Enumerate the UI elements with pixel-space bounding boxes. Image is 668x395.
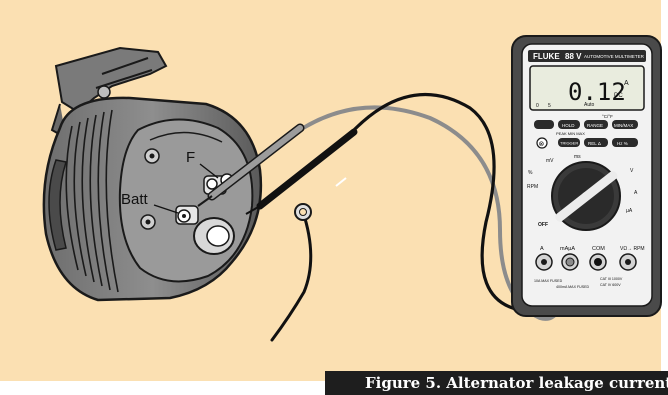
svg-text:V: V	[630, 168, 634, 174]
meter-brand: FLUKE	[533, 52, 560, 61]
svg-text:⊗: ⊗	[539, 140, 545, 148]
svg-text:COM: COM	[592, 246, 605, 252]
svg-text:400mA MAX FUSED: 400mA MAX FUSED	[556, 285, 590, 289]
gray-probe	[197, 123, 305, 207]
label-batt: Batt	[121, 191, 149, 208]
svg-text:A: A	[634, 190, 638, 196]
svg-text:Hz %: Hz %	[617, 141, 628, 146]
svg-text:MIN/MAX: MIN/MAX	[614, 123, 633, 128]
black-probe	[245, 128, 358, 215]
input-terminals: A mAµA COM VΩ→ RPM	[535, 246, 645, 271]
meter-button-blank[interactable]	[534, 120, 554, 129]
svg-text:CAT III 1000V: CAT III 1000V	[600, 277, 623, 281]
svg-text:ms: ms	[574, 154, 581, 160]
lcd-unit-sup: A	[624, 80, 629, 87]
svg-text:REL Δ: REL Δ	[588, 141, 601, 146]
svg-text:CAT IV 600V: CAT IV 600V	[600, 283, 621, 287]
meter-button-hz[interactable]	[612, 138, 638, 147]
cooling-fins	[65, 109, 119, 293]
figure-caption: Figure 5. Alternator leakage current	[325, 371, 668, 395]
svg-text:TRIGGER: TRIGGER	[560, 141, 578, 146]
svg-text:A: A	[540, 246, 544, 252]
meter-button-power[interactable]	[536, 137, 548, 149]
fuse-notes: 10A MAX FUSED 400mA MAX FUSED CAT III 10…	[534, 277, 623, 289]
svg-text:HOLD: HOLD	[562, 123, 575, 128]
meter-button-rel[interactable]	[584, 138, 608, 147]
svg-text:RPM: RPM	[527, 184, 538, 190]
lcd-scale-left: 0	[536, 103, 539, 109]
multimeter: FLUKE 88 V AUTOMOTIVE MULTIMETER 0.12 DC…	[511, 35, 662, 317]
meter-peak-label: PEAK MIN MAX	[556, 131, 585, 136]
meter-model: 88 V	[565, 52, 582, 61]
rotary-dial[interactable]	[551, 161, 621, 231]
lcd-scale-mid: 5	[548, 103, 551, 109]
label-f: F	[186, 149, 195, 166]
pulley-boss	[193, 217, 235, 255]
right-white-strip	[661, 0, 668, 395]
meter-model-subtitle: AUTOMOTIVE MULTIMETER	[584, 54, 645, 59]
batt-terminal	[175, 205, 199, 225]
svg-text:OFF: OFF	[538, 222, 548, 228]
lcd-mode: Auto	[584, 102, 595, 108]
ring-terminal	[294, 203, 312, 221]
meter-button-trigger[interactable]	[558, 138, 580, 147]
lcd-reading: 0.12	[568, 78, 626, 106]
svg-text:RANGE: RANGE	[587, 123, 603, 128]
svg-text:mV: mV	[546, 158, 554, 164]
button-row-2: ⊗ TRIGGER REL Δ Hz %	[536, 137, 638, 149]
alternator: F Batt	[42, 46, 263, 302]
frame-bolts	[140, 148, 160, 230]
svg-text:%: %	[528, 170, 533, 176]
svg-text:mAµA: mAµA	[560, 246, 575, 252]
meter-button-range[interactable]	[584, 120, 608, 129]
svg-text:10A MAX FUSED: 10A MAX FUSED	[534, 279, 563, 283]
svg-text:µA: µA	[626, 208, 633, 214]
svg-text:VΩ→ RPM: VΩ→ RPM	[620, 246, 645, 252]
mounting-arm	[54, 46, 168, 114]
button-row-1: HOLD RANGE MIN/MAX	[534, 120, 638, 129]
ground-lead	[270, 210, 313, 342]
meter-button-hold[interactable]	[558, 120, 580, 129]
meter-top-label: °C/°F	[602, 114, 613, 119]
arm-bolt	[97, 85, 111, 99]
dial-labels: mV ms % RPM OFF V A µA	[527, 154, 638, 228]
meter-button-minmax[interactable]	[612, 120, 638, 129]
lcd-display	[529, 65, 645, 111]
lcd-unit-main: DC	[614, 93, 623, 99]
